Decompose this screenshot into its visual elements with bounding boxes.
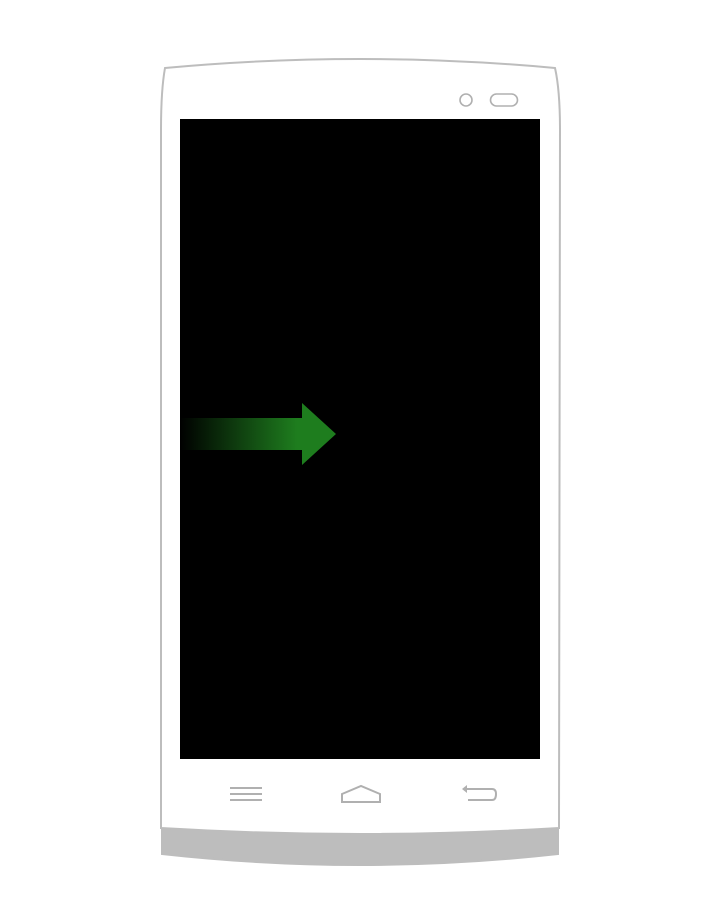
earpiece-speaker-icon <box>489 93 519 107</box>
phone-screen[interactable] <box>180 119 540 759</box>
menu-lines-icon[interactable] <box>226 780 266 810</box>
home-icon[interactable] <box>338 780 384 810</box>
front-camera-icon <box>459 93 473 107</box>
swipe-right-arrow-icon <box>180 403 336 465</box>
back-arrow-icon[interactable] <box>458 780 502 810</box>
